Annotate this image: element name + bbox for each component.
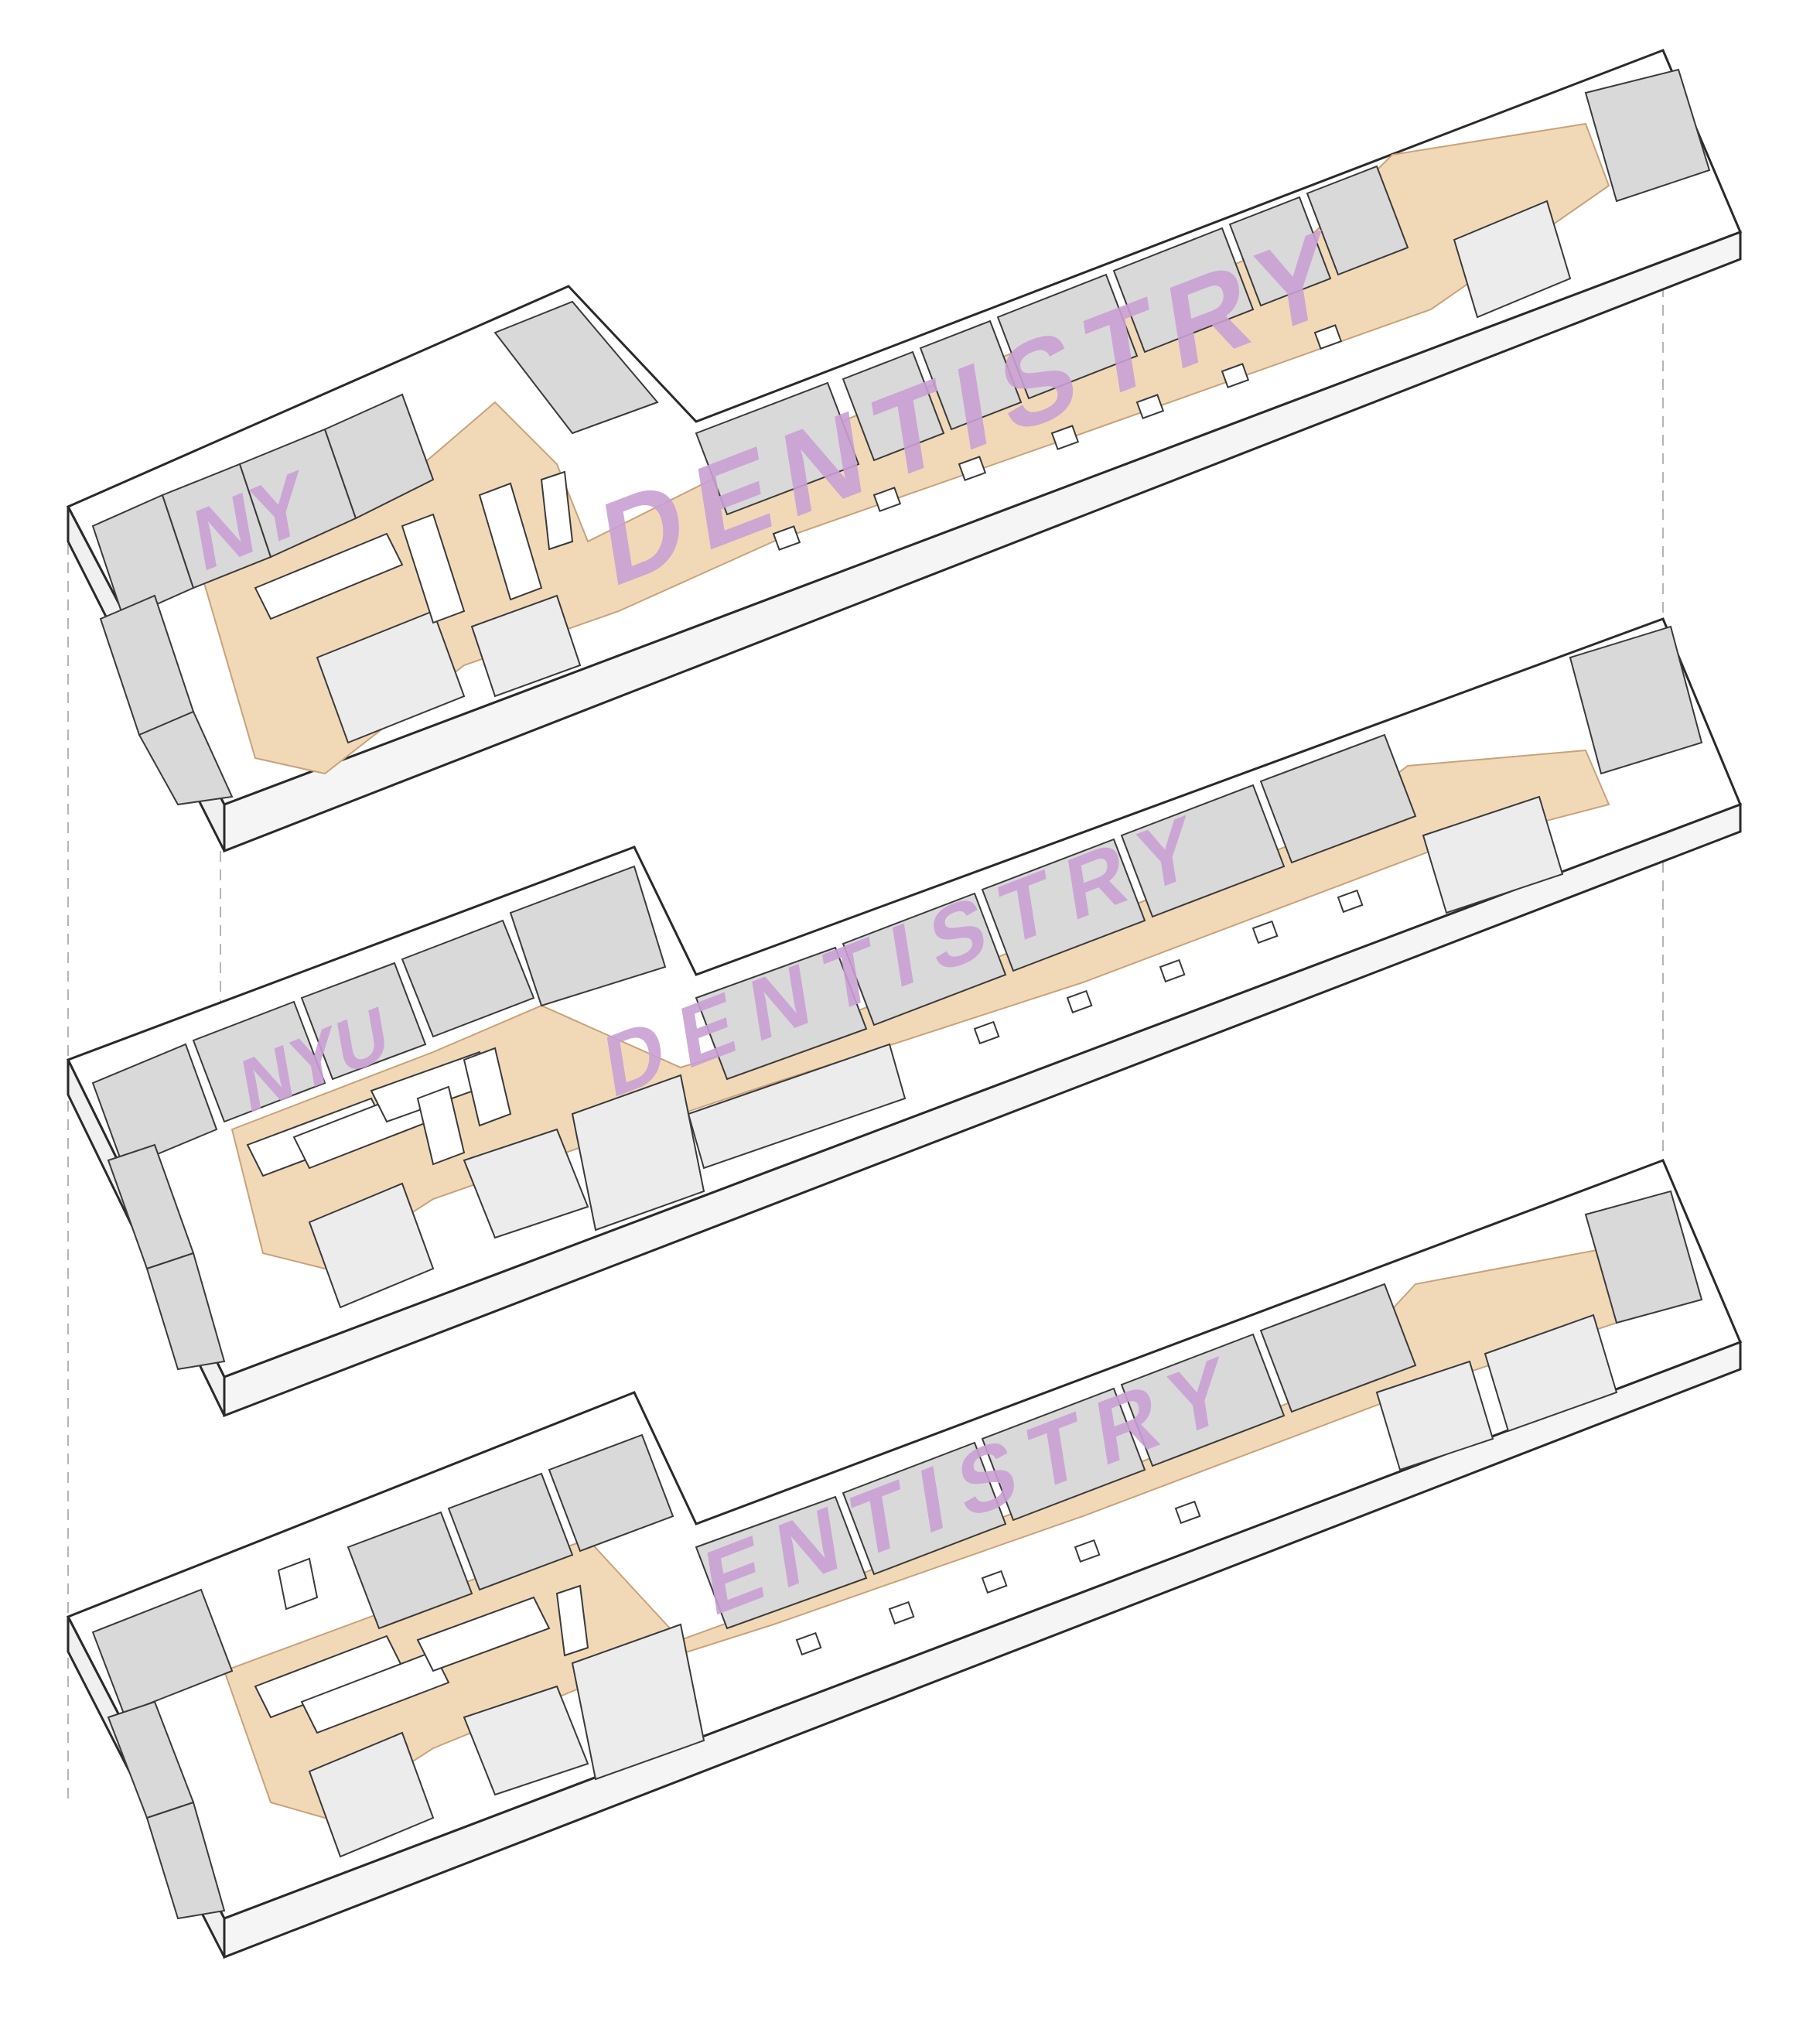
floor-lower-front-rooms [308, 1314, 1618, 1858]
floor-lower-reception-desks [254, 1557, 589, 1734]
floor-upper-reception-desks [254, 470, 574, 624]
floor-lower: ENTISTRY [66, 1159, 1742, 1959]
floor-lower-chairs [795, 1500, 1201, 1656]
floor-middle-reception-desks [246, 1047, 512, 1177]
floor-upper-front-rooms [316, 200, 1572, 744]
floor-middle: NYU DENTISTRY [66, 617, 1742, 1418]
alignment-guides [67, 286, 1664, 1802]
floor-middle-chairs [973, 889, 1364, 1045]
floor-upper-chairs [772, 324, 1343, 551]
floor-middle-front-rooms [308, 795, 1564, 1309]
floor-lower-rooms [91, 1190, 1703, 1920]
floor-upper-rooms [91, 68, 1711, 806]
floor-middle-rooms [91, 625, 1703, 1371]
